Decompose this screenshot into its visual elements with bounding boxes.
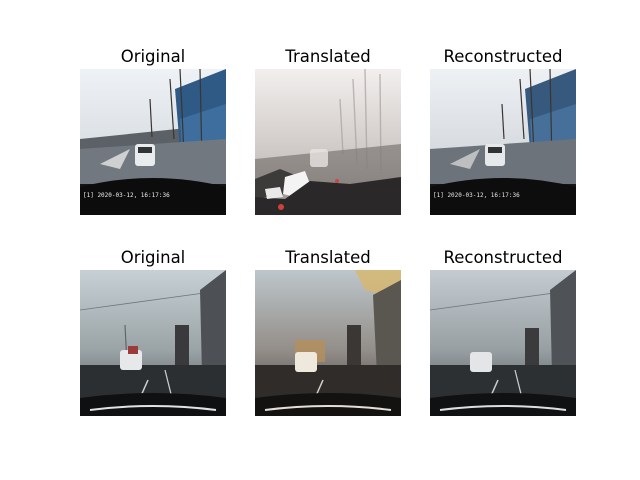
panel-title: Translated <box>285 248 371 267</box>
panel-reconstructed-row1: Reconstructed [1] 2020-03-12, 16:17:36 <box>430 45 576 215</box>
dashcam-image-original-foggy <box>80 270 226 416</box>
panel-title: Reconstructed <box>443 248 563 267</box>
panel-translated-row1: Translated <box>255 45 401 215</box>
panel-title: Original <box>120 47 186 66</box>
panel-original-row2: Original <box>80 246 226 416</box>
dashcam-image-original-road: [1] 2020-03-12, 16:17:36 <box>80 69 226 215</box>
panel-translated-row2: Translated <box>255 246 401 416</box>
panel-reconstructed-row2: Reconstructed <box>430 246 576 416</box>
dashcam-image-reconstructed-road: [1] 2020-03-12, 16:17:36 <box>430 69 576 215</box>
timestamp-overlay: [1] 2020-03-12, 16:17:36 <box>83 192 170 199</box>
panel-title: Reconstructed <box>443 47 563 66</box>
panel-original-row1: Original [1] 2020-03-12, 16:17:36 <box>80 45 226 215</box>
dashcam-image-reconstructed-foggy <box>430 270 576 416</box>
dashcam-image-translated-foggy <box>255 270 401 416</box>
panel-title: Translated <box>285 47 371 66</box>
timestamp-overlay: [1] 2020-03-12, 16:17:36 <box>433 192 520 199</box>
panel-title: Original <box>120 248 186 267</box>
dashcam-image-translated-road <box>255 69 401 215</box>
